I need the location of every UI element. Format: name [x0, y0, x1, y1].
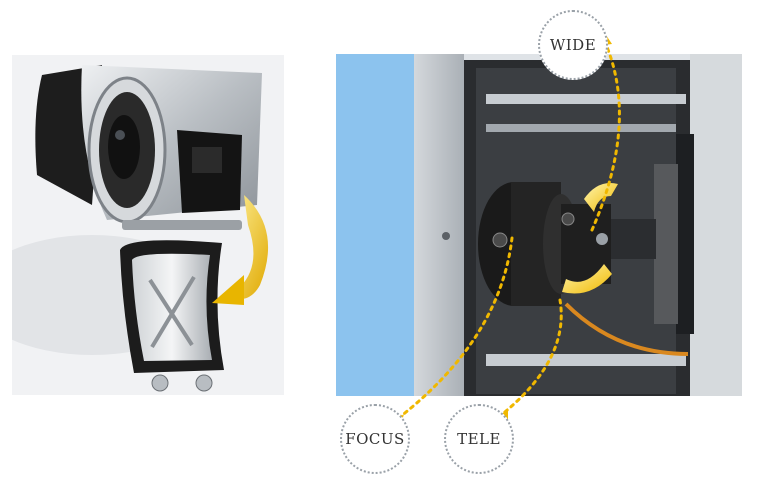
lens-mechanism-illustration	[336, 54, 742, 396]
curved-arrow-down-icon	[224, 195, 269, 300]
label-tele: TELE	[444, 404, 514, 474]
circuit-board	[654, 164, 678, 324]
rotate-arrow-icon	[562, 264, 612, 294]
label-focus-text: FOCUS	[345, 430, 405, 448]
blue-panel	[336, 54, 414, 396]
camera-module	[192, 147, 222, 173]
label-focus: FOCUS	[340, 404, 410, 474]
camera-housing-photo	[12, 55, 284, 395]
cable	[564, 302, 689, 356]
arrow-head-icon	[212, 275, 244, 305]
label-tele-text: TELE	[457, 430, 501, 448]
hinge	[122, 220, 242, 230]
lens-mechanism-photo	[336, 54, 742, 396]
camera-housing-illustration	[12, 55, 284, 395]
label-wide: WIDE	[538, 10, 608, 80]
label-wide-text: WIDE	[549, 36, 597, 54]
camera-lens	[108, 115, 140, 179]
